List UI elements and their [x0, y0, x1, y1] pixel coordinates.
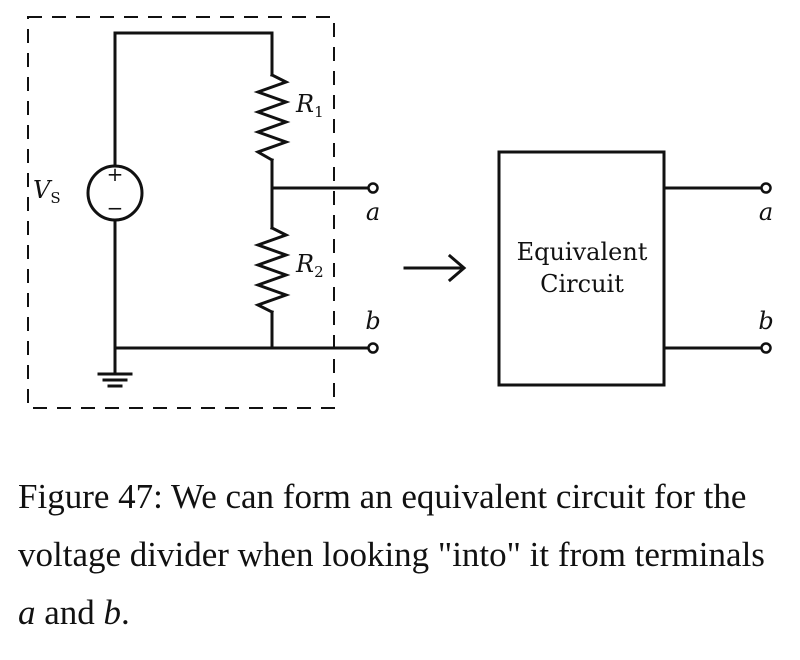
source-label: VS [33, 176, 61, 207]
caption-suffix: . [121, 593, 130, 632]
top-wire [113, 31, 274, 169]
terminal-b-node [367, 342, 379, 354]
terminal-a-label: a [366, 198, 380, 226]
right-arrow-icon [403, 253, 467, 283]
terminal-b-label: b [365, 307, 380, 335]
caption-text: Figure 47: We can form an equivalent cir… [18, 477, 765, 574]
dashed-boundary [27, 16, 335, 409]
ground-icon [97, 346, 133, 388]
voltage-divider-circuit: + − VS R1 R2 a b [33, 31, 381, 388]
source-plus: + [107, 162, 124, 186]
block-terminal-b-label: b [758, 307, 773, 335]
block-line-1: Equivalent [517, 238, 648, 266]
figure-caption: Figure 47: We can form an equivalent cir… [18, 468, 788, 642]
caption-middle: and [35, 593, 104, 632]
caption-term-a: a [18, 593, 36, 632]
resistor-r1 [253, 72, 291, 163]
block-terminal-a-label: a [759, 198, 773, 226]
terminal-a-node [367, 182, 379, 194]
resistor-r2 [253, 225, 291, 315]
r2-label: R2 [295, 250, 324, 281]
caption-term-b: b [103, 593, 122, 632]
equivalent-circuit-box [497, 150, 666, 387]
voltage-source [86, 164, 144, 222]
equivalent-circuit: Equivalent Circuit a b [497, 150, 774, 387]
block-line-2: Circuit [540, 270, 624, 298]
source-minus: − [107, 196, 124, 220]
block-terminal-b-node [760, 342, 772, 354]
r1-label: R1 [295, 90, 324, 121]
circuit-figure: + − VS R1 R2 a b Equivalent Circuit a b [27, 16, 774, 409]
block-terminal-a-node [760, 182, 772, 194]
